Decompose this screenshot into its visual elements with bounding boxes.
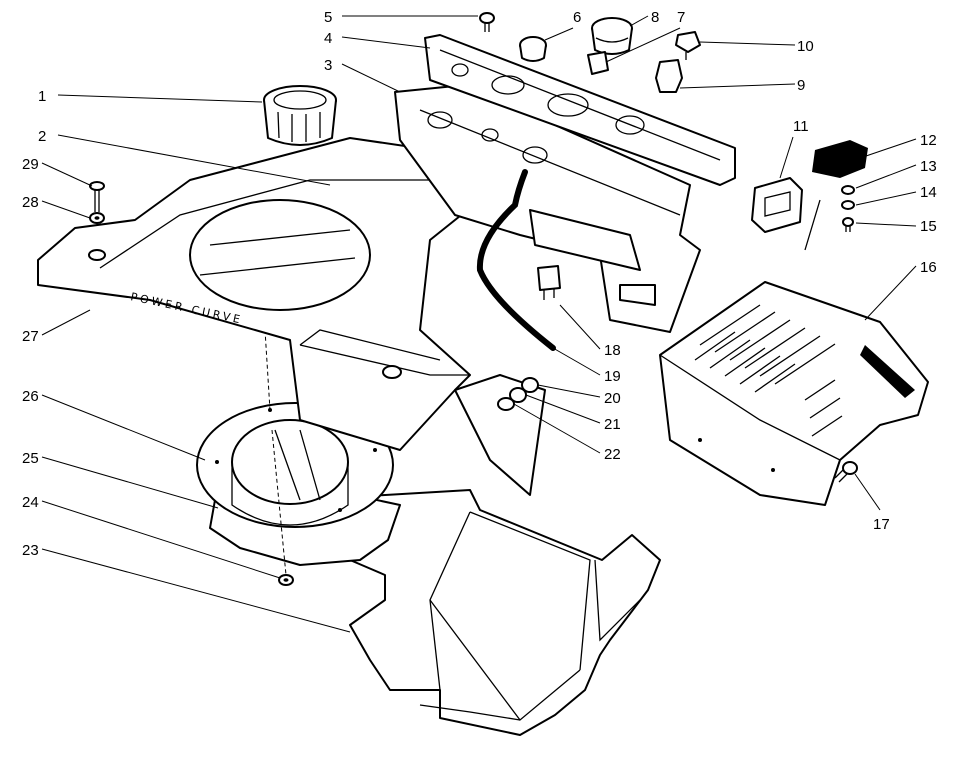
callout-5: 5: [324, 9, 332, 26]
leader-line-9: [679, 83, 796, 89]
upper-housing: POWER CURVE: [37, 137, 546, 496]
leader-line-16: [864, 265, 917, 321]
callout-27: 27: [22, 328, 39, 345]
lamp-bracket: [804, 140, 868, 251]
leader-line-1: [57, 94, 263, 103]
callout-11: 11: [793, 118, 809, 135]
leader-lines: [41, 15, 917, 633]
lower-shroud: [214, 489, 661, 736]
callout-26: 26: [22, 388, 39, 405]
leader-line-3: [341, 63, 401, 93]
leader-line-10: [699, 41, 796, 46]
mounting-ring: [196, 402, 394, 528]
fitting: [497, 397, 515, 411]
leader-line-4: [341, 36, 431, 49]
leader-line-13: [855, 164, 917, 189]
leader-line-26: [41, 394, 206, 461]
leader-line-27: [41, 309, 91, 336]
leader-line-8: [629, 15, 649, 27]
wire-connector: [537, 265, 561, 300]
control-panel-bracket: [394, 84, 701, 333]
callout-28: 28: [22, 194, 39, 211]
leader-line-25: [41, 456, 219, 509]
primer-bulb: [655, 59, 683, 93]
callout-19: 19: [604, 368, 621, 385]
callout-20: 20: [604, 390, 621, 407]
callout-13: 13: [920, 158, 937, 175]
callout-16: 16: [920, 259, 937, 276]
fuel-tank-cap: [263, 85, 337, 146]
callout-4: 4: [324, 30, 332, 47]
callout-10: 10: [797, 38, 814, 55]
lamp-housing: [751, 177, 803, 233]
lockwasher: [841, 185, 855, 195]
callout-15: 15: [920, 218, 937, 235]
callout-21: 21: [604, 416, 621, 433]
leader-line-17: [854, 473, 881, 511]
leader-line-29: [41, 162, 93, 187]
leader-line-23: [41, 548, 351, 633]
flat-washer: [89, 212, 105, 224]
leader-line-28: [41, 200, 91, 219]
fuel-hose: [476, 169, 556, 351]
leader-line-18: [559, 304, 601, 350]
leader-line-12: [865, 138, 917, 157]
callout-8: 8: [651, 9, 659, 26]
leader-line-7: [605, 27, 681, 63]
leader-line-15: [855, 222, 917, 227]
leader-line-20: [537, 384, 601, 398]
bracket-screw: [842, 217, 854, 232]
callout-29: 29: [22, 156, 39, 173]
leader-line-24: [41, 500, 281, 579]
leader-line-21: [525, 394, 601, 424]
callout-3: 3: [324, 57, 332, 74]
panel-screw: [479, 12, 495, 32]
callout-7: 7: [677, 9, 685, 26]
callout-12: 12: [920, 132, 937, 149]
washer: [841, 200, 855, 210]
leader-line-22: [513, 403, 601, 454]
callout-23: 23: [22, 542, 39, 559]
callout-6: 6: [573, 9, 581, 26]
callout-24: 24: [22, 494, 39, 511]
throttle-knob: [675, 31, 701, 60]
callout-18: 18: [604, 342, 621, 359]
callout-1: 1: [38, 88, 46, 105]
callout-22: 22: [604, 446, 621, 463]
callout-17: 17: [873, 516, 890, 533]
choke-knob: [519, 36, 547, 62]
leader-line-14: [855, 191, 917, 206]
callout-14: 14: [920, 184, 937, 201]
callout-9: 9: [797, 77, 805, 94]
leader-line-11: [779, 136, 794, 179]
callout-2: 2: [38, 128, 46, 145]
callout-25: 25: [22, 450, 39, 467]
leader-line-19: [552, 347, 601, 376]
ignition-switch: [591, 17, 633, 55]
carriage-bolt: [89, 181, 105, 212]
leader-line-2: [57, 134, 331, 186]
cover-screw: [834, 461, 858, 483]
leader-line-6: [544, 27, 574, 41]
control-panel-bezel: [424, 34, 736, 186]
switch-nut: [587, 51, 609, 75]
shroud-washer: [278, 574, 294, 586]
engine-cover: [659, 281, 929, 506]
